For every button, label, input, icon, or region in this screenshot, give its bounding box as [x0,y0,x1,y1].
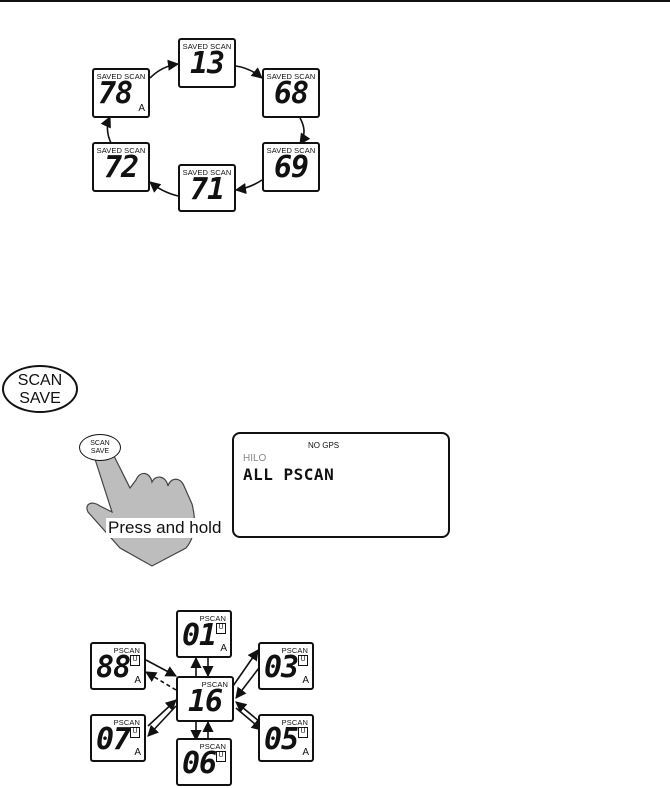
saved-scan-label: SAVED SCAN [266,146,316,155]
pscan-display-07: PSCAN U 07 A [90,714,146,762]
arrow-05-to-16 [235,701,261,723]
channel-suffix: A [134,675,141,686]
saved-scan-label: SAVED SCAN [266,72,316,81]
power-indicator: HILO [243,453,267,464]
u-icon: U [298,727,308,738]
channel-number: 69 [273,150,309,185]
pscan-display-05: PSCAN U 05 A [258,714,314,762]
radio-lcd-display: NO GPS HILO ALL PSCAN [232,432,450,538]
saved-scan-label: SAVED SCAN [96,72,146,81]
channel-number: 03 [264,650,299,685]
arrow-13-to-68 [235,65,263,79]
saved-scan-display-78: SAVED SCAN 78 A [92,68,150,118]
saved-scan-label: SAVED SCAN [182,168,232,177]
channel-number: 01 [182,618,217,653]
channel-suffix: A [302,675,309,686]
pscan-label: PSCAN [201,680,228,689]
u-icon: U [130,655,140,666]
u-icon: U [216,623,226,634]
pscan-display-01: PSCAN U 01 A [176,610,232,658]
channel-number: 07 [96,722,131,757]
channel-number: 88 [96,650,131,685]
hand-button-line2: SAVE [90,448,110,455]
hand-scan-save-button: SCAN SAVE [79,434,121,461]
channel-number: 71 [189,172,225,207]
channel-number: 16 [187,684,223,719]
scan-save-line1: SCAN [17,372,63,389]
arrow-71-to-72 [149,181,179,197]
arrow-16-to-07 [147,705,177,737]
channel-suffix: A [302,747,309,758]
pscan-label: PSCAN [113,646,140,655]
channel-number: 05 [264,722,299,757]
arrow-78-to-13 [149,59,180,79]
arrow-03-to-16 [235,663,263,699]
pscan-label: PSCAN [199,614,226,623]
saved-scan-display-69: SAVED SCAN 69 [262,142,320,192]
scan-save-line2: SAVE [19,390,61,407]
channel-number: 13 [189,46,225,81]
u-icon: U [130,727,140,738]
pscan-label: PSCAN [199,742,226,751]
pscan-label: PSCAN [113,718,140,727]
pscan-label: PSCAN [281,718,308,727]
pscan-display-center-16: PSCAN 16 [176,676,234,722]
channel-suffix: A [220,643,227,654]
page-top-rule [0,0,670,2]
gps-status: NO GPS [308,441,340,450]
channel-number: 72 [103,150,139,185]
arrow-88-to-16 [145,659,177,677]
saved-scan-display-72: SAVED SCAN 72 [92,142,150,192]
arrow-68-to-69 [299,117,311,145]
pscan-display-88: PSCAN U 88 A [90,642,146,690]
channel-number: 78 [98,76,133,111]
press-and-hold-caption: Press and hold [106,518,224,538]
pscan-display-06: PSCAN U 06 [176,738,232,786]
scan-mode-text: ALL PSCAN [243,465,335,484]
dashed-arrow-16-to-88 [145,671,177,691]
channel-number: 68 [273,76,309,111]
arrow-07-to-16 [147,699,177,727]
scan-save-button[interactable]: SCAN SAVE [2,365,78,413]
u-icon: U [216,751,226,762]
saved-scan-display-71: SAVED SCAN 71 [178,164,236,212]
channel-number: 06 [182,746,217,781]
u-icon: U [298,655,308,666]
hand-button-line1: SCAN [90,440,110,447]
saved-scan-label: SAVED SCAN [96,146,146,155]
saved-scan-label: SAVED SCAN [182,42,232,51]
saved-scan-display-13: SAVED SCAN 13 [178,38,236,88]
arrow-16-to-03 [232,649,259,687]
arrow-72-to-78 [100,115,113,146]
channel-suffix: A [138,103,145,114]
pscan-display-03: PSCAN U 03 A [258,642,314,690]
channel-suffix: A [134,747,141,758]
arrow-69-to-71 [234,179,263,195]
saved-scan-display-68: SAVED SCAN 68 [262,68,320,118]
pscan-label: PSCAN [281,646,308,655]
